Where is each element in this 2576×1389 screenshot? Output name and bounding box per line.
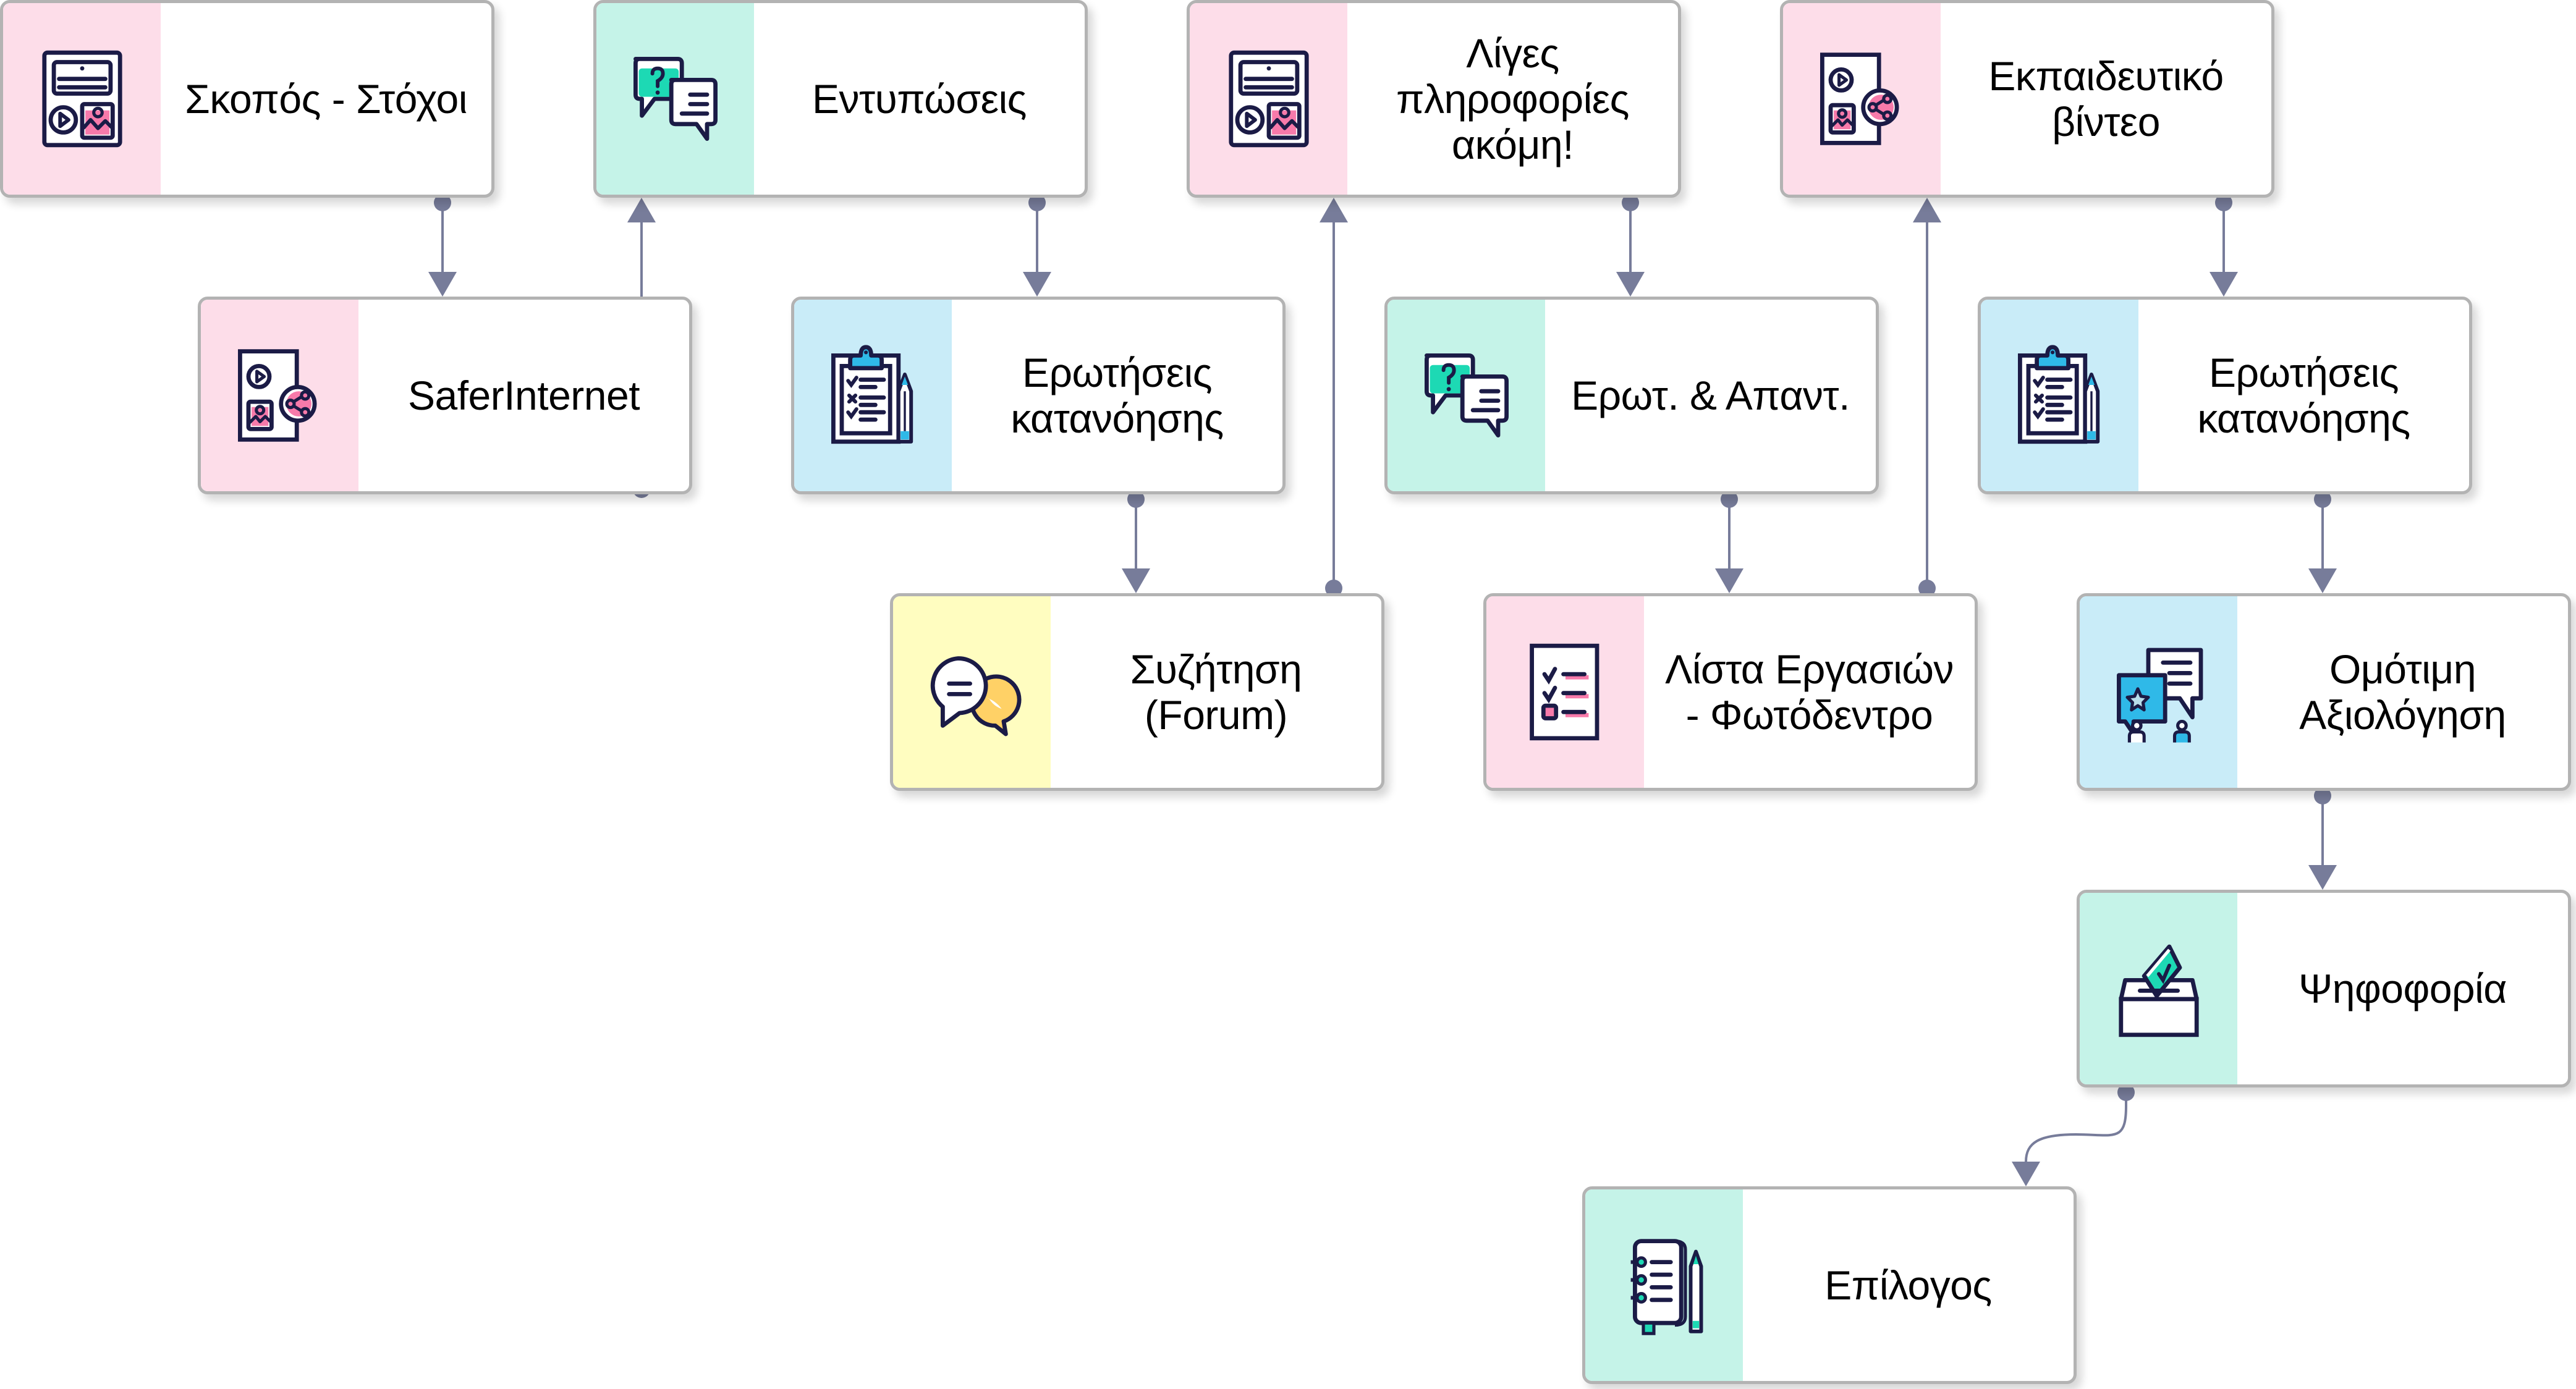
node-label: Ψηφοφορία [2298, 966, 2507, 1011]
question-chat-icon [623, 46, 728, 151]
connector-start-dot [1325, 580, 1342, 597]
clipboard-checklist-icon [821, 343, 926, 448]
node-strip [2080, 893, 2237, 1084]
connector-arrowhead [1320, 198, 1348, 222]
node-strip [1190, 3, 1347, 195]
node-saferinternet[interactable]: SaferInternet [198, 297, 692, 494]
connector-start-dot [1721, 491, 1738, 508]
peer-review-icon [2106, 640, 2211, 745]
question-chat-icon [1414, 343, 1519, 448]
node-strip [1486, 596, 1644, 788]
node-erotiseis-katanoisis-2[interactable]: Ερωτήσεις κατανόησης [1978, 297, 2472, 494]
node-label: Εντυπώσεις [812, 76, 1027, 122]
connector-start-dot [1028, 194, 1046, 211]
node-strip [794, 300, 952, 491]
connector-start-dot [2314, 491, 2331, 508]
connector-start-dot [434, 194, 451, 211]
connector-start-dot [1127, 491, 1145, 508]
connector-n3-n4 [1023, 194, 1051, 297]
node-label: Ερωτ. & Απαντ. [1571, 373, 1850, 418]
node-label: Ερωτήσεις κατανόησης [1010, 350, 1224, 441]
connector-n12-n13 [2012, 1084, 2135, 1186]
connector-start-dot [1918, 580, 1936, 597]
connector-arrowhead [2012, 1162, 2040, 1186]
media-share-icon [1810, 46, 1915, 151]
connector-arrowhead [2308, 865, 2337, 890]
ballot-box-icon [2106, 936, 2211, 1041]
connector-arrowhead [627, 198, 656, 222]
connector-n9-n10 [2210, 194, 2238, 297]
connector-n10-n11 [2308, 491, 2337, 593]
node-skopos-stoxoi[interactable]: Σκοπός - Στόχοι [0, 0, 494, 198]
node-label: Εκπαιδευτικό βίντεο [1988, 53, 2224, 145]
task-list-icon [1513, 640, 1618, 745]
node-strip [1783, 3, 1941, 195]
node-strip [596, 3, 754, 195]
connector-arrowhead [1616, 272, 1645, 297]
connector-n4-n5 [1122, 491, 1150, 593]
connector-start-dot [2215, 194, 2232, 211]
connector-arrowhead [1023, 272, 1051, 297]
node-lista-ergasion[interactable]: Λίστα Εργασιών - Φωτόδεντρο [1483, 593, 1978, 791]
node-strip [1981, 300, 2138, 491]
node-syzitisi-forum[interactable]: Συζήτηση (Forum) [890, 593, 1384, 791]
node-erot-apant[interactable]: Ερωτ. & Απαντ. [1384, 297, 1879, 494]
node-label: Ομότιμη Αξιολόγηση [2299, 646, 2506, 738]
node-epilogos[interactable]: Επίλογος [1582, 1186, 2077, 1384]
connector-arrowhead [2308, 568, 2337, 593]
connector-start-dot [2314, 787, 2331, 804]
connector-arrowhead [1913, 198, 1941, 222]
connector-start-dot [2117, 1084, 2135, 1101]
node-strip [3, 3, 161, 195]
node-liges-plirofories[interactable]: Λίγες πληροφορίες ακόμη! [1187, 0, 1681, 198]
node-strip [2080, 596, 2237, 788]
connector-arrowhead [1122, 568, 1150, 593]
media-page-icon [1216, 46, 1321, 151]
node-label: Συζήτηση (Forum) [1130, 646, 1302, 738]
media-page-icon [30, 46, 135, 151]
connector-start-dot [1622, 194, 1639, 211]
connector-n1-n2 [428, 194, 457, 297]
node-label: Επίλογος [1824, 1262, 1992, 1308]
node-entyposeis[interactable]: Εντυπώσεις [593, 0, 1088, 198]
node-label: Λίγες πληροφορίες ακόμη! [1396, 30, 1629, 167]
node-psifoforia[interactable]: Ψηφοφορία [2077, 890, 2571, 1087]
node-erotiseis-katanoisis-1[interactable]: Ερωτήσεις κατανόησης [791, 297, 1286, 494]
forum-bubbles-icon [920, 640, 1025, 745]
node-label: Λίστα Εργασιών - Φωτόδεντρο [1665, 646, 1954, 738]
connector-line [2025, 1087, 2127, 1162]
connector-arrowhead [1715, 568, 1743, 593]
connector-n5-n6 [1320, 198, 1348, 597]
connector-n8-n9 [1913, 198, 1941, 597]
connector-arrowhead [2210, 272, 2238, 297]
connector-n6-n7 [1616, 194, 1645, 297]
node-omotimi-axiologisi[interactable]: Ομότιμη Αξιολόγηση [2077, 593, 2571, 791]
node-strip [1585, 1189, 1743, 1381]
clipboard-checklist-icon [2007, 343, 2112, 448]
node-label: Σκοπός - Στόχοι [185, 76, 467, 122]
notebook-pencil-icon [1612, 1233, 1717, 1338]
node-strip [893, 596, 1051, 788]
node-strip [201, 300, 358, 491]
node-label: SaferInternet [407, 373, 640, 418]
connector-n7-n8 [1715, 491, 1743, 593]
node-ekpaideftiko-vinteo[interactable]: Εκπαιδευτικό βίντεο [1780, 0, 2274, 198]
node-strip [1388, 300, 1545, 491]
media-share-icon [227, 343, 333, 448]
connector-n11-n12 [2308, 787, 2337, 890]
connector-arrowhead [428, 272, 457, 297]
node-label: Ερωτήσεις κατανόησης [2197, 350, 2410, 441]
